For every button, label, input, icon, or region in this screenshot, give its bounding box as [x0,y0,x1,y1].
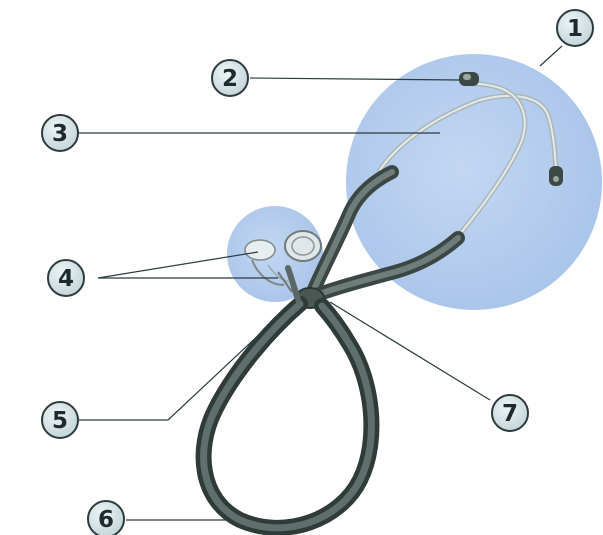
svg-text:7: 7 [502,401,518,427]
callout-1: 1 [557,10,593,46]
eartip-left-icon [459,72,479,86]
svg-text:6: 6 [98,507,114,533]
callout-7: 7 [492,395,528,431]
callout-4: 4 [48,260,84,296]
callout-6: 6 [88,501,124,535]
svg-text:5: 5 [52,408,68,434]
callout-3: 3 [42,115,78,151]
svg-text:2: 2 [222,66,238,92]
svg-text:1: 1 [567,16,583,42]
main-tubing-loop [204,304,372,528]
callout-5: 5 [42,402,78,438]
callout-2: 2 [212,60,248,96]
eartip-right-icon [549,166,563,186]
leader-line-5 [78,300,296,420]
leader-line-1 [540,46,562,66]
svg-text:3: 3 [52,121,68,147]
svg-text:4: 4 [58,266,74,292]
